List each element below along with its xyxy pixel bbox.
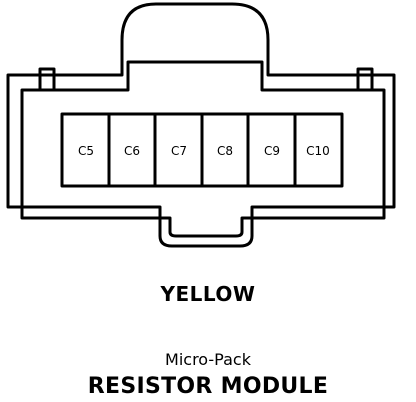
pin-label-c9: C9 bbox=[264, 144, 280, 158]
component-name: RESISTOR MODULE bbox=[87, 374, 329, 399]
pin-label-c7: C7 bbox=[171, 144, 187, 158]
connector-inner-outline bbox=[20, 60, 386, 238]
pin-label-c8: C8 bbox=[217, 144, 233, 158]
component-type: Micro-Pack bbox=[165, 350, 251, 369]
right-lock-tab bbox=[356, 67, 374, 92]
left-lock-tab bbox=[38, 67, 56, 92]
pin-label-c6: C6 bbox=[124, 144, 140, 158]
pin-label-c5: C5 bbox=[78, 144, 94, 158]
connector-housing bbox=[6, 2, 396, 248]
connector-color-label: YELLOW bbox=[160, 282, 256, 306]
pin-label-c10: C10 bbox=[306, 144, 330, 158]
